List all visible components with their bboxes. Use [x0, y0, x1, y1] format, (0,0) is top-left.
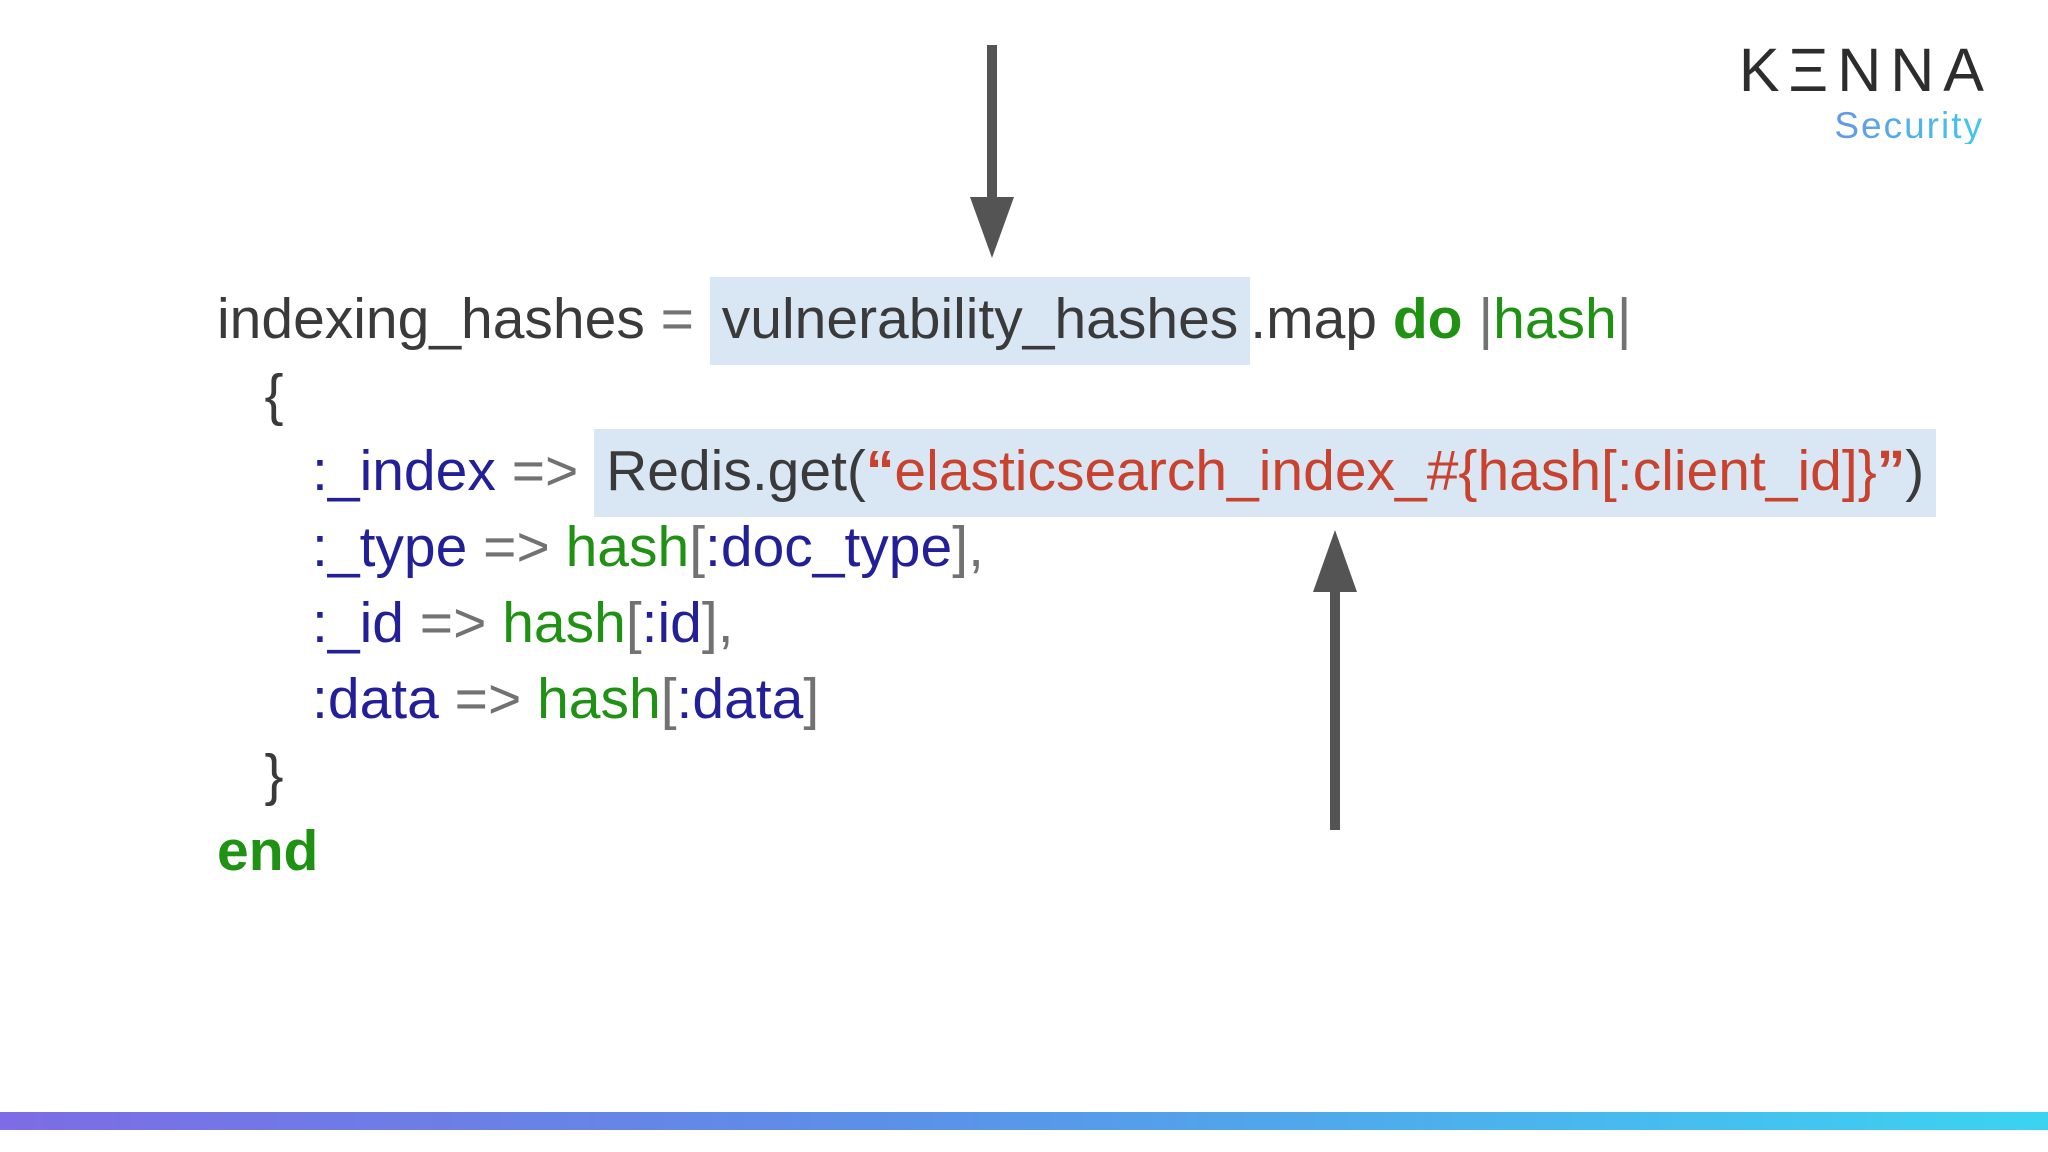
- code-segment: =: [660, 287, 710, 351]
- code-highlight: Redis.get(“elasticsearch_index_#{hash[:c…: [594, 429, 1937, 517]
- code-segment: ]: [701, 591, 718, 655]
- code-segment: =>: [454, 667, 522, 731]
- code-line: end: [217, 813, 1936, 889]
- code-segment: [: [625, 591, 642, 655]
- code-segment: [578, 439, 594, 503]
- code-segment: [217, 515, 312, 579]
- code-segment: |: [1478, 287, 1494, 351]
- code-segment: [217, 591, 312, 655]
- code-segment: hash: [537, 667, 661, 731]
- code-segment: =>: [419, 591, 487, 655]
- code-segment: ): [1905, 439, 1925, 503]
- code-segment: ]: [803, 667, 820, 731]
- code-segment: :data: [312, 667, 439, 731]
- code-block: indexing_hashes = vulnerability_hashes.m…: [217, 277, 1937, 889]
- code-line: }: [217, 737, 1936, 813]
- logo-brand-text: KΞNNA: [1738, 36, 1993, 104]
- code-segment: [217, 439, 312, 503]
- code-segment: }: [217, 743, 284, 807]
- arrow-up-icon: [1302, 530, 1368, 830]
- code-segment: =>: [483, 515, 550, 579]
- code-segment: [486, 591, 502, 655]
- code-segment: [550, 515, 566, 579]
- code-segment: ,: [717, 591, 734, 655]
- code-segment: ,: [968, 515, 984, 579]
- code-line: :_type => hash[:doc_type],: [217, 509, 1936, 585]
- code-segment: {: [217, 363, 284, 427]
- code-segment: [439, 667, 455, 731]
- code-segment: [: [660, 667, 677, 731]
- code-segment: ”: [1876, 439, 1906, 503]
- code-segment: hash: [502, 591, 626, 655]
- logo-subtitle-text: Security: [1739, 107, 1984, 144]
- code-segment: do: [1392, 287, 1463, 351]
- footer-gradient-bar: [0, 1112, 2048, 1130]
- code-segment: [496, 439, 512, 503]
- code-segment: :_id: [312, 591, 404, 655]
- code-segment: end: [217, 819, 319, 883]
- code-segment: [: [689, 515, 706, 579]
- code-segment: [404, 591, 420, 655]
- code-segment: “: [865, 439, 895, 503]
- code-segment: [1462, 287, 1478, 351]
- code-segment: :id: [641, 591, 702, 655]
- arrow-down-icon: [959, 45, 1025, 260]
- code-segment: ]: [952, 515, 969, 579]
- code-segment: :_index: [312, 439, 496, 503]
- code-segment: hash: [1493, 287, 1617, 351]
- code-segment: [217, 667, 312, 731]
- code-line: :data => hash[:data]: [217, 661, 1936, 737]
- code-segment: .map: [1250, 287, 1393, 351]
- code-line: {: [217, 357, 1936, 433]
- code-line: indexing_hashes = vulnerability_hashes.m…: [217, 277, 1936, 365]
- code-segment: :doc_type: [705, 515, 953, 579]
- code-segment: indexing_hashes: [217, 287, 661, 351]
- code-segment: :data: [676, 667, 804, 731]
- code-segment: elasticsearch_index_#{hash[:client_id]}: [894, 439, 1877, 503]
- code-highlight: vulnerability_hashes: [709, 277, 1251, 365]
- code-line: :_index => Redis.get(“elasticsearch_inde…: [217, 429, 1937, 517]
- code-segment: [521, 667, 537, 731]
- code-segment: vulnerability_hashes: [721, 287, 1239, 351]
- code-segment: :_type: [312, 515, 468, 579]
- code-segment: Redis.get(: [606, 439, 866, 503]
- code-segment: hash: [565, 515, 690, 579]
- code-segment: [467, 515, 483, 579]
- code-segment: =>: [511, 439, 579, 503]
- code-segment: |: [1616, 287, 1632, 351]
- code-line: :_id => hash[:id],: [217, 585, 1936, 661]
- kenna-security-logo: KΞNNA Security: [1739, 40, 1984, 145]
